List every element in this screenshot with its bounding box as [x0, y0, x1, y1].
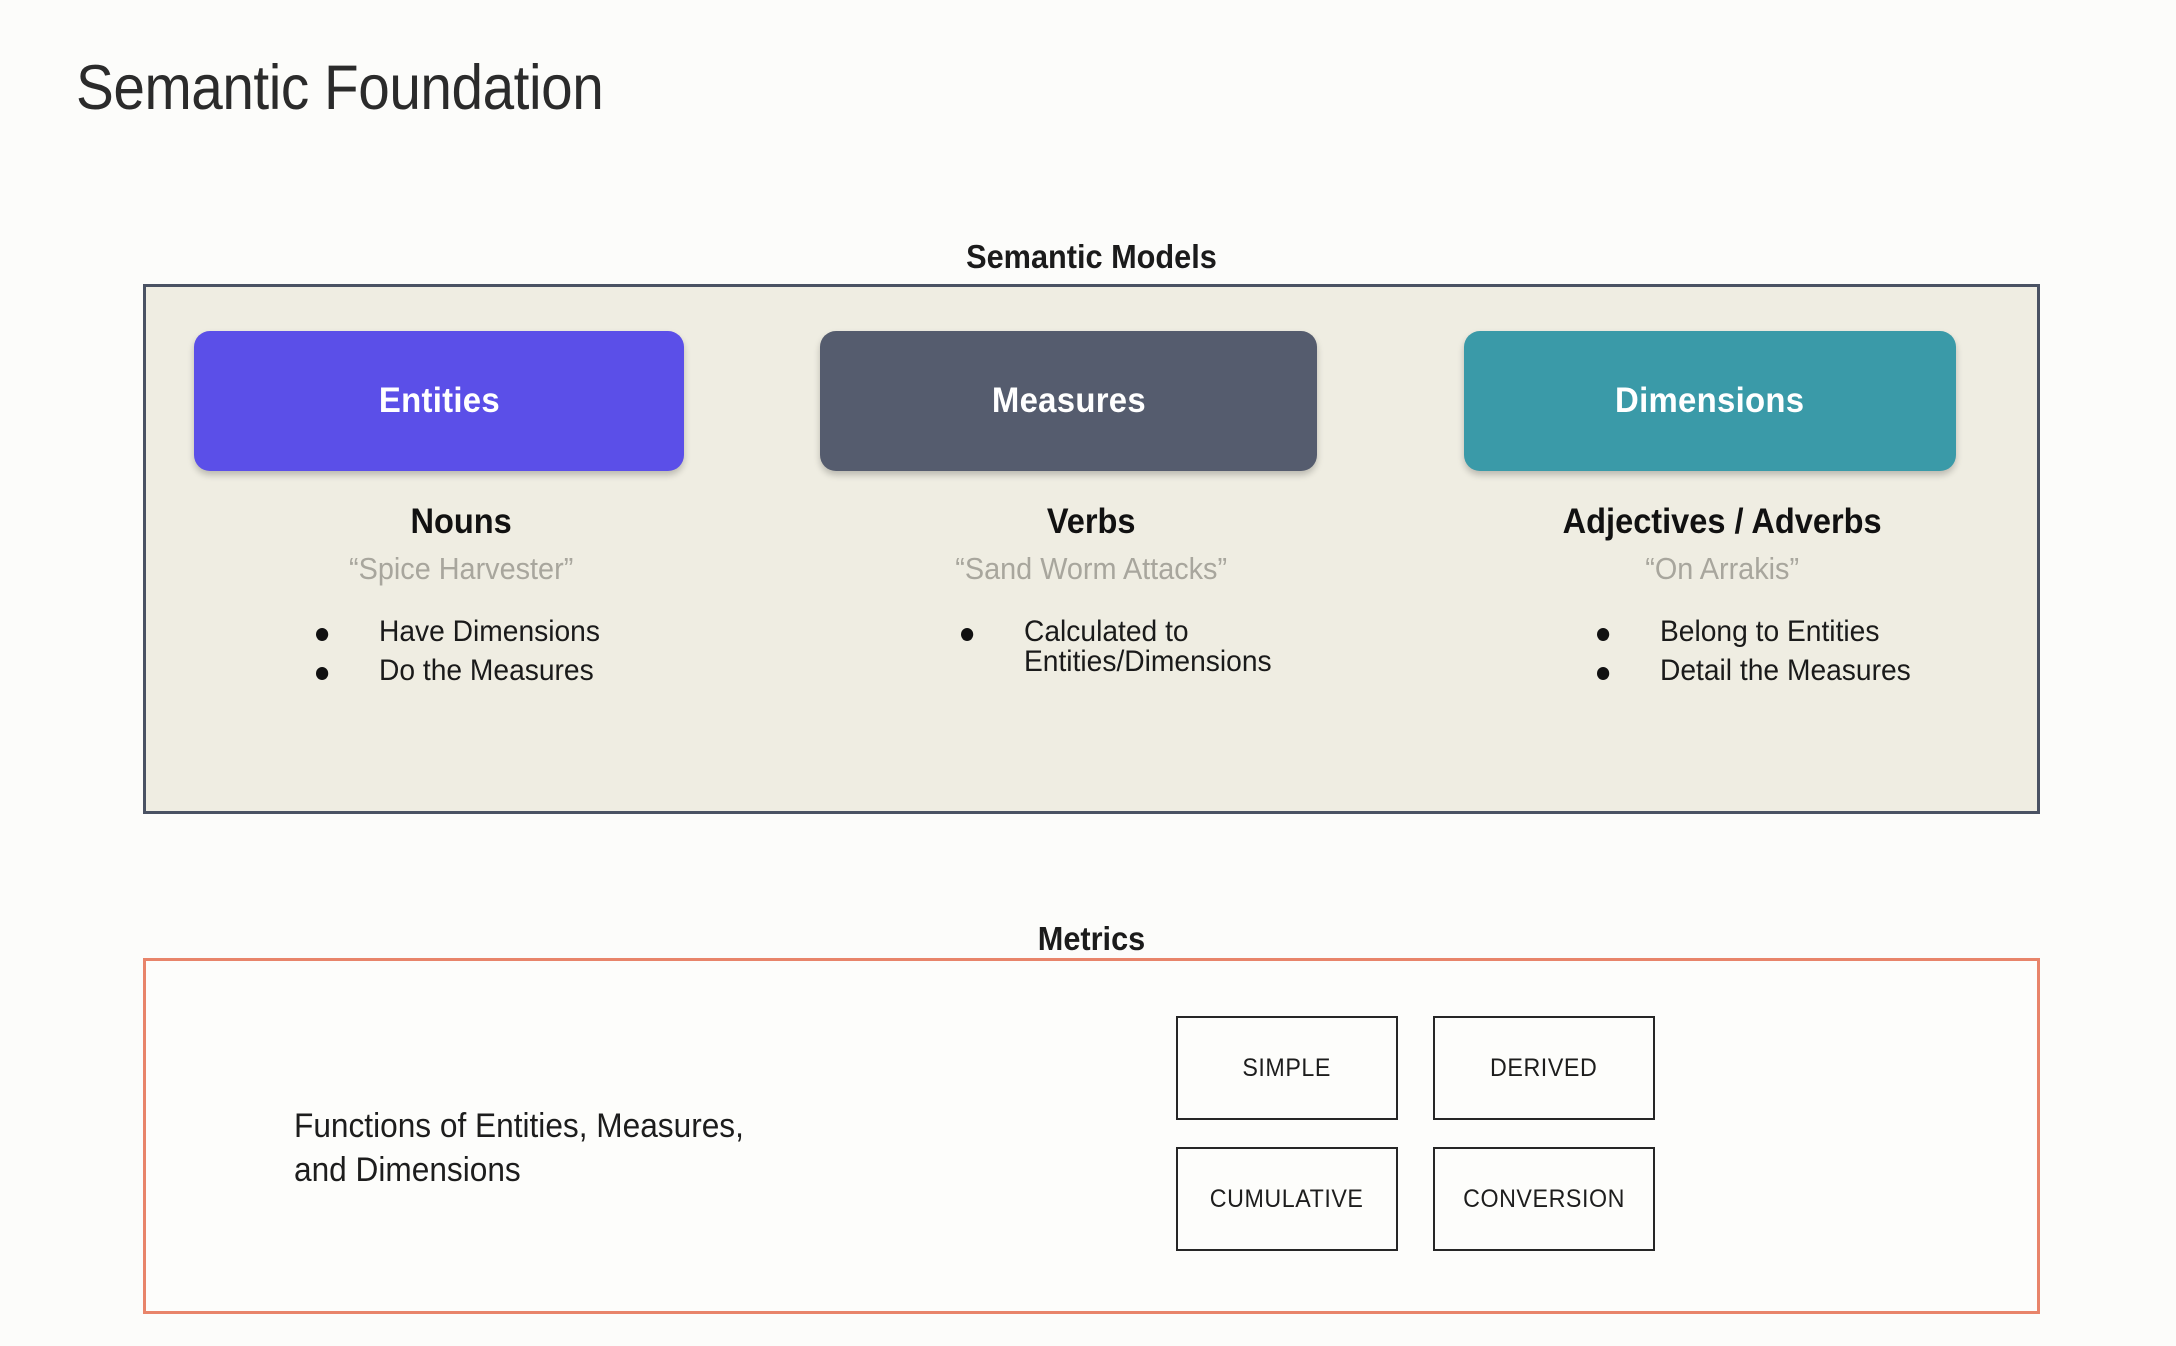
- dimensions-pill[interactable]: Dimensions: [1463, 331, 1956, 471]
- measures-pill-label: Measures: [991, 381, 1146, 420]
- semantic-models-heading: Semantic Models: [966, 238, 1217, 275]
- metric-type-label: CONVERSION: [1463, 1184, 1625, 1213]
- metric-type-label: CUMULATIVE: [1210, 1184, 1364, 1213]
- semantic-models-columns: Entities Nouns “Spice Harvester” Have Di…: [146, 287, 2037, 811]
- bullet-dot-icon: [961, 628, 974, 641]
- metric-type-simple[interactable]: SIMPLE: [1176, 1016, 1398, 1120]
- metric-type-derived[interactable]: DERIVED: [1433, 1016, 1655, 1120]
- entities-column-subtitle: “Spice Harvester”: [349, 551, 574, 586]
- entities-pill[interactable]: Entities: [194, 331, 684, 471]
- measures-column-subtitle: “Sand Worm Attacks”: [955, 551, 1228, 586]
- list-item-label: Have Dimensions: [378, 615, 600, 648]
- metrics-description: Functions of Entities, Measures, and Dim…: [294, 1107, 744, 1189]
- list-item: Do the Measures: [316, 656, 600, 686]
- entities-pill-label: Entities: [378, 381, 500, 420]
- semantic-models-panel: Entities Nouns “Spice Harvester” Have Di…: [143, 284, 2040, 814]
- entities-bullet-list: Have Dimensions Do the Measures: [316, 617, 618, 695]
- metrics-panel: Functions of Entities, Measures, and Dim…: [143, 958, 2040, 1314]
- measures-bullet-list: Calculated to Entities/Dimensions: [961, 617, 1291, 686]
- list-item-label: Detail the Measures: [1659, 654, 1911, 687]
- dimensions-bullet-list: Belong to Entities Detail the Measures: [1596, 615, 1931, 695]
- list-item: Belong to Entities: [1596, 615, 1911, 648]
- metric-type-conversion[interactable]: CONVERSION: [1433, 1147, 1655, 1251]
- metric-type-label: DERIVED: [1490, 1053, 1598, 1082]
- list-item-label: Belong to Entities: [1659, 615, 1880, 648]
- semantic-model-column-dimensions: Dimensions Adjectives / Adverbs “On Arra…: [1407, 287, 2037, 811]
- dimensions-pill-label: Dimensions: [1614, 381, 1805, 420]
- bullet-dot-icon: [1596, 628, 1609, 641]
- bullet-dot-icon: [1596, 667, 1609, 680]
- metric-type-cumulative[interactable]: CUMULATIVE: [1176, 1147, 1398, 1251]
- list-item-label: Do the Measures: [378, 654, 594, 687]
- entities-column-heading: Nouns: [410, 502, 512, 541]
- list-item: Calculated to Entities/Dimensions: [961, 617, 1272, 677]
- list-item: Detail the Measures: [1596, 654, 1911, 687]
- list-item: Have Dimensions: [316, 617, 600, 647]
- measures-pill[interactable]: Measures: [820, 331, 1318, 471]
- semantic-model-column-measures: Measures Verbs “Sand Worm Attacks” Calcu…: [776, 287, 1406, 811]
- metric-type-label: SIMPLE: [1242, 1053, 1332, 1082]
- metric-types-grid: SIMPLE DERIVED CUMULATIVE CONVERSION: [1176, 1016, 1655, 1251]
- measures-column-heading: Verbs: [1047, 502, 1136, 541]
- bullet-dot-icon: [316, 667, 329, 680]
- list-item-label: Calculated to Entities/Dimensions: [1024, 615, 1272, 678]
- dimensions-column-subtitle: “On Arrakis”: [1644, 551, 1799, 586]
- metrics-heading: Metrics: [1037, 920, 1146, 957]
- semantic-model-column-entities: Entities Nouns “Spice Harvester” Have Di…: [146, 287, 776, 811]
- bullet-dot-icon: [316, 628, 329, 641]
- page-title: Semantic Foundation: [76, 53, 604, 123]
- dimensions-column-heading: Adjectives / Adverbs: [1562, 502, 1882, 541]
